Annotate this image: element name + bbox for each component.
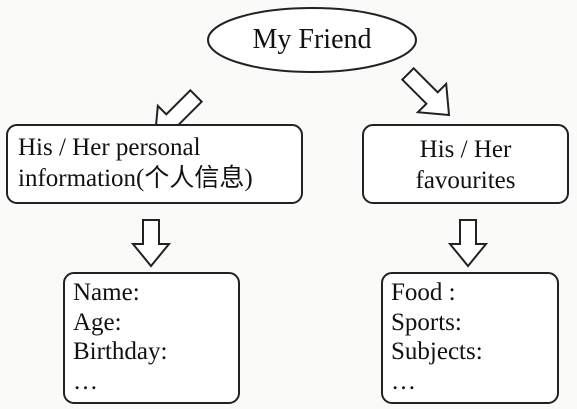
list-item-subjects: Subjects: [391,338,483,365]
root-label: My Friend [252,24,372,55]
list-item-ellipsis: … [391,367,416,395]
personal-info-title-line-2: information(个人信息) [18,165,253,193]
list-item-birthday: Birthday: [73,338,168,365]
list-item-name: Name: [73,279,140,306]
favourite-details-box: Food : Sports: Subjects: … [381,272,559,404]
favourites-title-line-2: favourites [415,167,516,195]
root-ellipse [207,7,417,73]
favourites-title-line-1: His / Her [419,136,512,163]
personal-details-box: Name: Age: Birthday: … [63,272,240,404]
list-item-sports: Sports: [391,308,462,336]
list-item-ellipsis: … [73,367,98,395]
list-item-food: Food : [391,279,456,306]
list-item-age: Age: [73,308,122,336]
personal-info-title-line-1: His / Her personal [18,134,201,161]
favourites-box: His / Her favourites [362,124,569,204]
personal-info-box: His / Her personal information(个人信息) [6,124,303,204]
arrow-to-favourites [400,66,451,117]
arrow-to-favourite-details [447,219,489,268]
arrow-to-personal-details [130,219,172,268]
